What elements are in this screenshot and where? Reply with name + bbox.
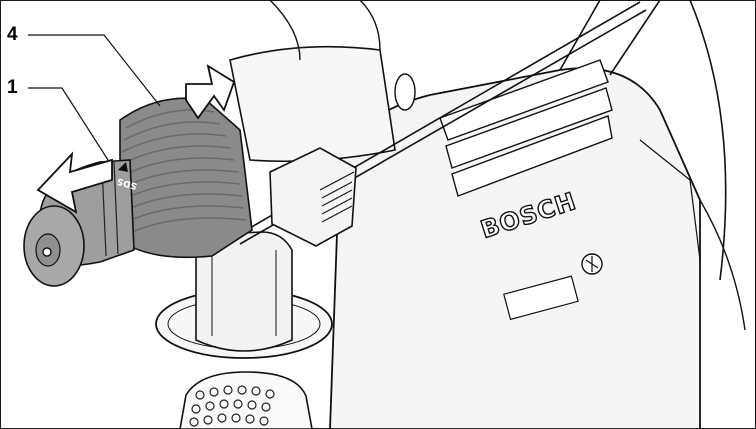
leader-line-1 — [28, 87, 109, 161]
bit-hole — [42, 247, 52, 257]
direction-arrow-1 — [36, 151, 113, 214]
vent-slots — [439, 59, 613, 197]
callout-1: 1 — [7, 77, 18, 98]
handle-stem — [195, 231, 293, 352]
depth-stop-clamp — [269, 147, 357, 247]
label-plate — [503, 275, 579, 321]
direction-arrow-4 — [185, 64, 236, 120]
grip-texture — [189, 385, 275, 427]
gear-housing — [229, 45, 396, 163]
leader-line-4 — [28, 34, 161, 107]
callout-4: 4 — [7, 24, 18, 45]
handle-grip — [179, 371, 313, 429]
sleeve-ribs — [121, 109, 247, 237]
alignment-marker — [118, 162, 128, 172]
